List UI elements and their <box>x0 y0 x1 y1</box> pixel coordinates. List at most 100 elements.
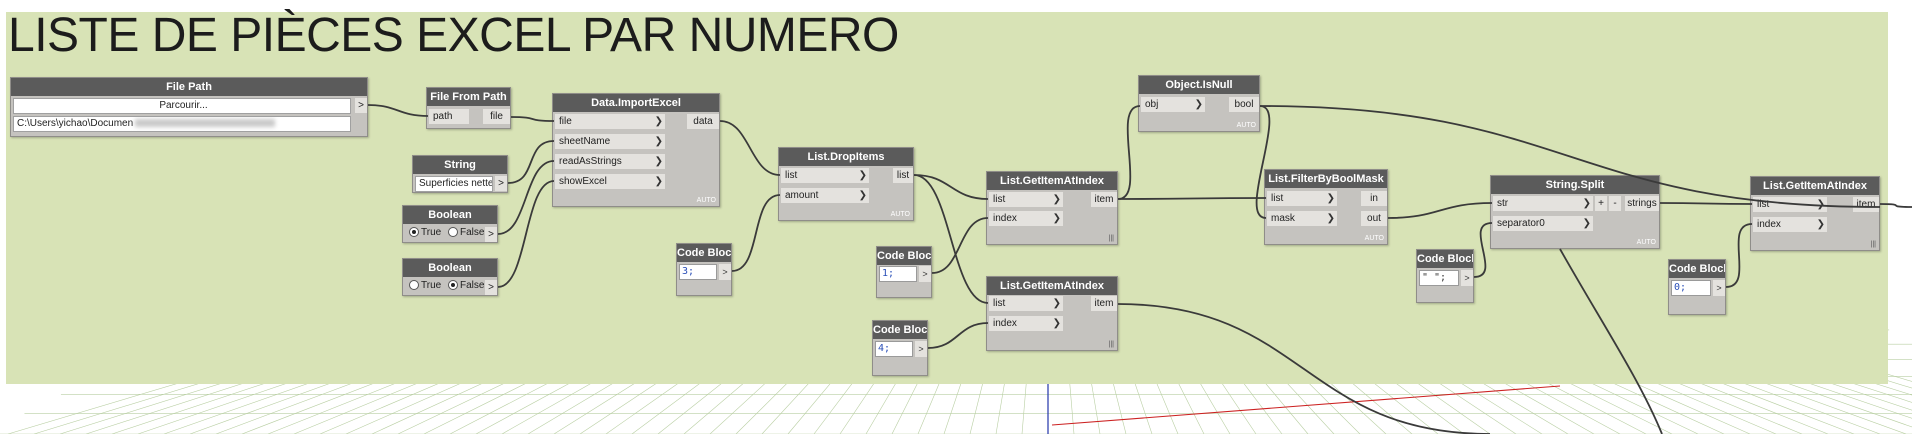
chevron-right-icon: ❯ <box>1194 99 1203 110</box>
input-port-file[interactable]: file ❯ <box>555 114 665 129</box>
output-port[interactable]: > <box>919 266 931 282</box>
port-label: list <box>1271 193 1284 204</box>
node-get-item-3[interactable]: List.GetItemAtIndex list❯ index❯ item ||… <box>1750 176 1880 251</box>
lacing-indicator[interactable]: AUTO <box>696 197 716 204</box>
input-port-list[interactable]: list❯ <box>989 192 1063 207</box>
node-file-path[interactable]: File Path Parcourir... > C:\Users\yichao… <box>10 77 368 137</box>
output-port[interactable]: > <box>355 98 367 113</box>
input-port-list[interactable]: list❯ <box>989 296 1063 311</box>
radio-false-label: False <box>459 280 485 291</box>
port-label: file <box>559 116 572 127</box>
port-label: mask <box>1271 213 1295 224</box>
radio-false-label: False <box>459 227 485 238</box>
remove-input-button[interactable]: - <box>1609 196 1621 211</box>
output-port-strings[interactable]: strings <box>1625 196 1659 211</box>
file-path-text: C:\Users\yichao\Documen <box>17 118 134 129</box>
input-port-list[interactable]: list❯ <box>1267 191 1337 206</box>
input-port-showexcel[interactable]: showExcel❯ <box>555 174 665 189</box>
input-port-readasstrings[interactable]: readAsStrings❯ <box>555 154 665 169</box>
node-get-item-1[interactable]: List.GetItemAtIndex list❯ index❯ item ||… <box>986 171 1118 245</box>
lacing-indicator[interactable]: AUTO <box>1236 122 1256 129</box>
output-port-file[interactable]: file <box>483 109 510 124</box>
add-input-button[interactable]: + <box>1595 196 1607 211</box>
node-boolean-2[interactable]: Boolean True False > <box>402 258 498 296</box>
input-port-list[interactable]: list❯ <box>1753 197 1827 212</box>
port-label: showExcel <box>559 176 607 187</box>
node-get-item-2[interactable]: List.GetItemAtIndex list❯ index❯ item ||… <box>986 276 1118 351</box>
port-label: index <box>993 213 1017 224</box>
input-port-index[interactable]: index❯ <box>1753 217 1827 232</box>
input-port-amount[interactable]: amount❯ <box>781 188 869 203</box>
node-title: List.FilterByBoolMask <box>1265 170 1387 188</box>
lacing-indicator[interactable]: ||| <box>1870 241 1876 248</box>
output-port-out[interactable]: out <box>1361 211 1387 226</box>
input-port-index[interactable]: index❯ <box>989 316 1063 331</box>
node-drop-items[interactable]: List.DropItems list❯ amount❯ list AUTO <box>778 147 914 221</box>
node-title: File From Path <box>427 88 510 106</box>
node-code-block-space[interactable]: Code Block " "; > <box>1416 249 1474 303</box>
radio-true[interactable] <box>409 227 419 238</box>
code-editor[interactable]: 4; <box>875 341 913 357</box>
code-editor[interactable]: 3; <box>679 264 717 280</box>
output-port-bool[interactable]: bool <box>1229 97 1259 112</box>
node-title: List.GetItemAtIndex <box>987 277 1117 295</box>
output-port[interactable]: > <box>485 280 497 295</box>
code-editor[interactable]: " "; <box>1419 270 1459 286</box>
radio-true[interactable] <box>409 280 419 291</box>
chevron-right-icon: ❯ <box>654 116 663 127</box>
lacing-indicator[interactable]: AUTO <box>890 211 910 218</box>
node-code-block-4[interactable]: Code Block 4; > <box>872 320 928 376</box>
port-label: obj <box>1145 99 1159 110</box>
input-port-path[interactable]: path <box>429 109 469 124</box>
input-port-index[interactable]: index ❯ <box>989 211 1063 226</box>
output-port[interactable]: > <box>1461 270 1473 286</box>
node-file-from-path[interactable]: File From Path path file <box>426 87 511 129</box>
node-boolean-1[interactable]: Boolean True False > <box>402 205 498 243</box>
radio-false[interactable] <box>447 227 458 238</box>
output-port[interactable]: > <box>495 176 507 191</box>
output-port-in[interactable]: in <box>1361 191 1387 206</box>
input-port-str[interactable]: str❯ <box>1493 196 1593 211</box>
input-port-list[interactable]: list❯ <box>781 168 869 183</box>
string-input[interactable]: Superficies nettes <box>415 176 493 192</box>
output-port[interactable]: > <box>719 264 731 280</box>
node-title: Code Block <box>677 244 731 262</box>
node-code-block-1[interactable]: Code Block 1; > <box>876 246 932 298</box>
output-port-list[interactable]: list <box>893 168 913 183</box>
lacing-indicator[interactable]: AUTO <box>1364 235 1384 242</box>
node-title: Code Block <box>873 321 927 339</box>
node-string[interactable]: String Superficies nettes > <box>412 155 508 193</box>
output-port-item[interactable]: item <box>1853 197 1879 212</box>
code-editor[interactable]: 1; <box>879 266 917 282</box>
input-port-separator0[interactable]: separator0❯ <box>1493 216 1593 231</box>
node-title: Object.IsNull <box>1139 76 1259 94</box>
output-port[interactable]: > <box>1713 280 1725 296</box>
node-is-null[interactable]: Object.IsNull obj ❯ bool AUTO <box>1138 75 1260 132</box>
code-editor[interactable]: 0; <box>1671 280 1711 296</box>
node-code-block-0[interactable]: Code Block 0; > <box>1668 259 1726 315</box>
chevron-right-icon: ❯ <box>1816 219 1825 230</box>
node-filter-bool-mask[interactable]: List.FilterByBoolMask list❯ mask❯ in out… <box>1264 169 1388 245</box>
radio-false[interactable] <box>447 280 458 291</box>
input-port-mask[interactable]: mask❯ <box>1267 211 1337 226</box>
chevron-right-icon: ❯ <box>858 170 867 181</box>
node-string-split[interactable]: String.Split str❯ separator0❯ + - string… <box>1490 175 1660 249</box>
node-import-excel[interactable]: Data.ImportExcel file❯ sheetName❯ readAs… <box>552 93 720 207</box>
input-port-sheetname[interactable]: sheetName❯ <box>555 134 665 149</box>
chevron-right-icon: ❯ <box>1052 213 1061 224</box>
output-port-item[interactable]: item <box>1091 296 1117 311</box>
node-title: String.Split <box>1491 176 1659 194</box>
browse-button[interactable]: Parcourir... <box>13 98 351 114</box>
file-path-field[interactable]: C:\Users\yichao\Documen <box>13 116 351 132</box>
lacing-indicator[interactable]: ||| <box>1108 235 1114 242</box>
input-port-obj[interactable]: obj ❯ <box>1141 97 1205 112</box>
group-title[interactable]: LISTE DE PIÈCES EXCEL PAR NUMERO <box>8 9 899 62</box>
output-port-data[interactable]: data <box>687 114 719 129</box>
node-code-block-3[interactable]: Code Block 3; > <box>676 243 732 296</box>
output-port[interactable]: > <box>485 227 497 242</box>
lacing-indicator[interactable]: ||| <box>1108 341 1114 348</box>
lacing-indicator[interactable]: AUTO <box>1636 239 1656 246</box>
output-port-item[interactable]: item <box>1091 192 1117 207</box>
output-port[interactable]: > <box>915 341 927 357</box>
